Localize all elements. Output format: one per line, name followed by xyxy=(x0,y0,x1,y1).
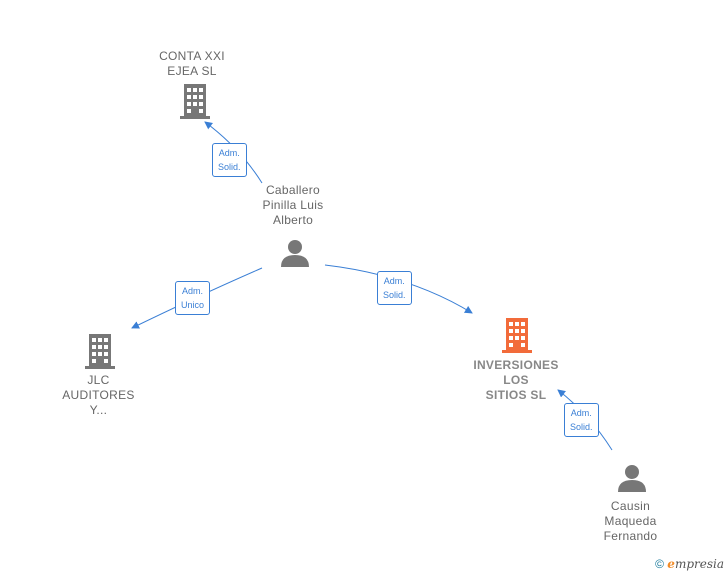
edge-label-caballero-conta[interactable]: Adm. Solid. xyxy=(212,143,247,177)
node-label-jlc[interactable]: JLC AUDITORES Y... xyxy=(62,373,135,417)
building-icon[interactable] xyxy=(179,84,211,120)
person-icon[interactable] xyxy=(279,238,311,268)
node-label-inversiones[interactable]: INVERSIONES LOS SITIOS SL xyxy=(473,358,559,402)
empresia-logo: empresia xyxy=(667,557,724,571)
edge-label-caballero-inversiones[interactable]: Adm. Solid. xyxy=(377,271,412,305)
person-icon[interactable] xyxy=(616,463,648,493)
footer-brand: © empresia xyxy=(655,557,724,571)
building-icon[interactable] xyxy=(501,318,533,354)
edge-label-caballero-jlc[interactable]: Adm. Unico xyxy=(175,281,211,315)
edge-label-causin-inversiones[interactable]: Adm. Solid. xyxy=(564,403,599,437)
node-label-caballero[interactable]: Caballero Pinilla Luis Alberto xyxy=(262,183,324,227)
node-label-causin[interactable]: Causin Maqueda Fernando xyxy=(603,499,658,543)
building-icon[interactable] xyxy=(84,334,116,370)
node-label-conta[interactable]: CONTA XXI EJEA SL xyxy=(159,49,225,78)
copyright-symbol: © xyxy=(655,557,664,571)
